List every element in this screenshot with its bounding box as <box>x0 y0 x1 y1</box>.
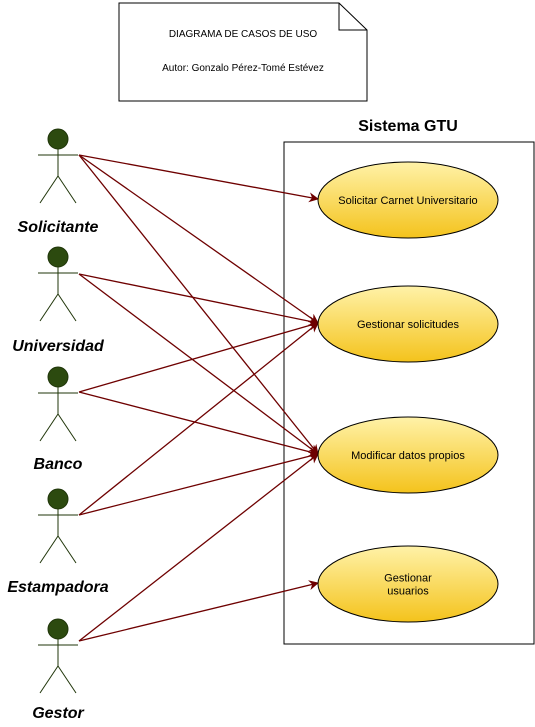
use-case-modificar: Modificar datos propios <box>317 416 499 494</box>
actor-universidad: Universidad <box>12 246 105 355</box>
association-banco-to-modificar <box>78 391 319 457</box>
association-solicitante-to-gestionar-solicitudes <box>78 154 319 324</box>
stick-figure-icon <box>38 618 78 694</box>
stick-figure-icon <box>38 128 78 204</box>
use-case-gestionar-solicitudes: Gestionar solicitudes <box>317 285 499 363</box>
use-case-ellipse <box>317 416 499 494</box>
actor-estampadora: Estampadora <box>7 488 109 596</box>
actors: SolicitanteUniversidadBancoEstampadoraGe… <box>7 128 109 722</box>
actor-label: Universidad <box>12 338 105 355</box>
stick-figure-icon <box>38 246 78 322</box>
association-gestor-to-gestionar-usuarios <box>78 580 319 642</box>
use-case-ellipse <box>317 161 499 239</box>
actor-solicitante: Solicitante <box>18 128 99 236</box>
association-banco-to-gestionar-solicitudes <box>78 320 319 393</box>
association-universidad-to-gestionar-solicitudes <box>78 273 319 327</box>
stick-figure-icon <box>38 366 78 442</box>
actor-label: Banco <box>34 456 83 473</box>
system-title: Sistema GTU <box>358 118 458 135</box>
association-gestor-to-modificar <box>78 453 319 642</box>
use-case-ellipse <box>317 545 499 623</box>
note-title: DIAGRAMA DE CASOS DE USO <box>169 29 318 40</box>
associations <box>78 154 319 642</box>
use-case-solicitar: Solicitar Carnet Universitario <box>317 161 499 239</box>
actor-banco: Banco <box>34 366 83 473</box>
use-cases: Solicitar Carnet UniversitarioGestionar … <box>317 161 499 623</box>
stick-figure-icon <box>38 488 78 564</box>
association-solicitante-to-solicitar <box>78 154 319 203</box>
use-case-ellipse <box>317 285 499 363</box>
use-case-label: usuarios <box>387 586 429 598</box>
diagram-note: DIAGRAMA DE CASOS DE USO Autor: Gonzalo … <box>118 2 368 102</box>
use-case-label: Gestionar solicitudes <box>357 319 460 331</box>
association-universidad-to-modificar <box>78 273 319 455</box>
association-estampadora-to-gestionar-solicitudes <box>78 322 319 516</box>
association-solicitante-to-modificar <box>78 154 319 455</box>
use-case-label: Gestionar <box>384 573 432 585</box>
use-case-label: Modificar datos propios <box>351 450 465 462</box>
actor-label: Gestor <box>32 705 84 722</box>
actor-gestor: Gestor <box>32 618 85 722</box>
actor-label: Solicitante <box>18 219 99 236</box>
actor-label: Estampadora <box>7 579 108 596</box>
use-case-label: Solicitar Carnet Universitario <box>338 195 477 207</box>
association-estampadora-to-modificar <box>78 451 319 516</box>
note-author: Autor: Gonzalo Pérez-Tomé Estévez <box>162 63 324 74</box>
